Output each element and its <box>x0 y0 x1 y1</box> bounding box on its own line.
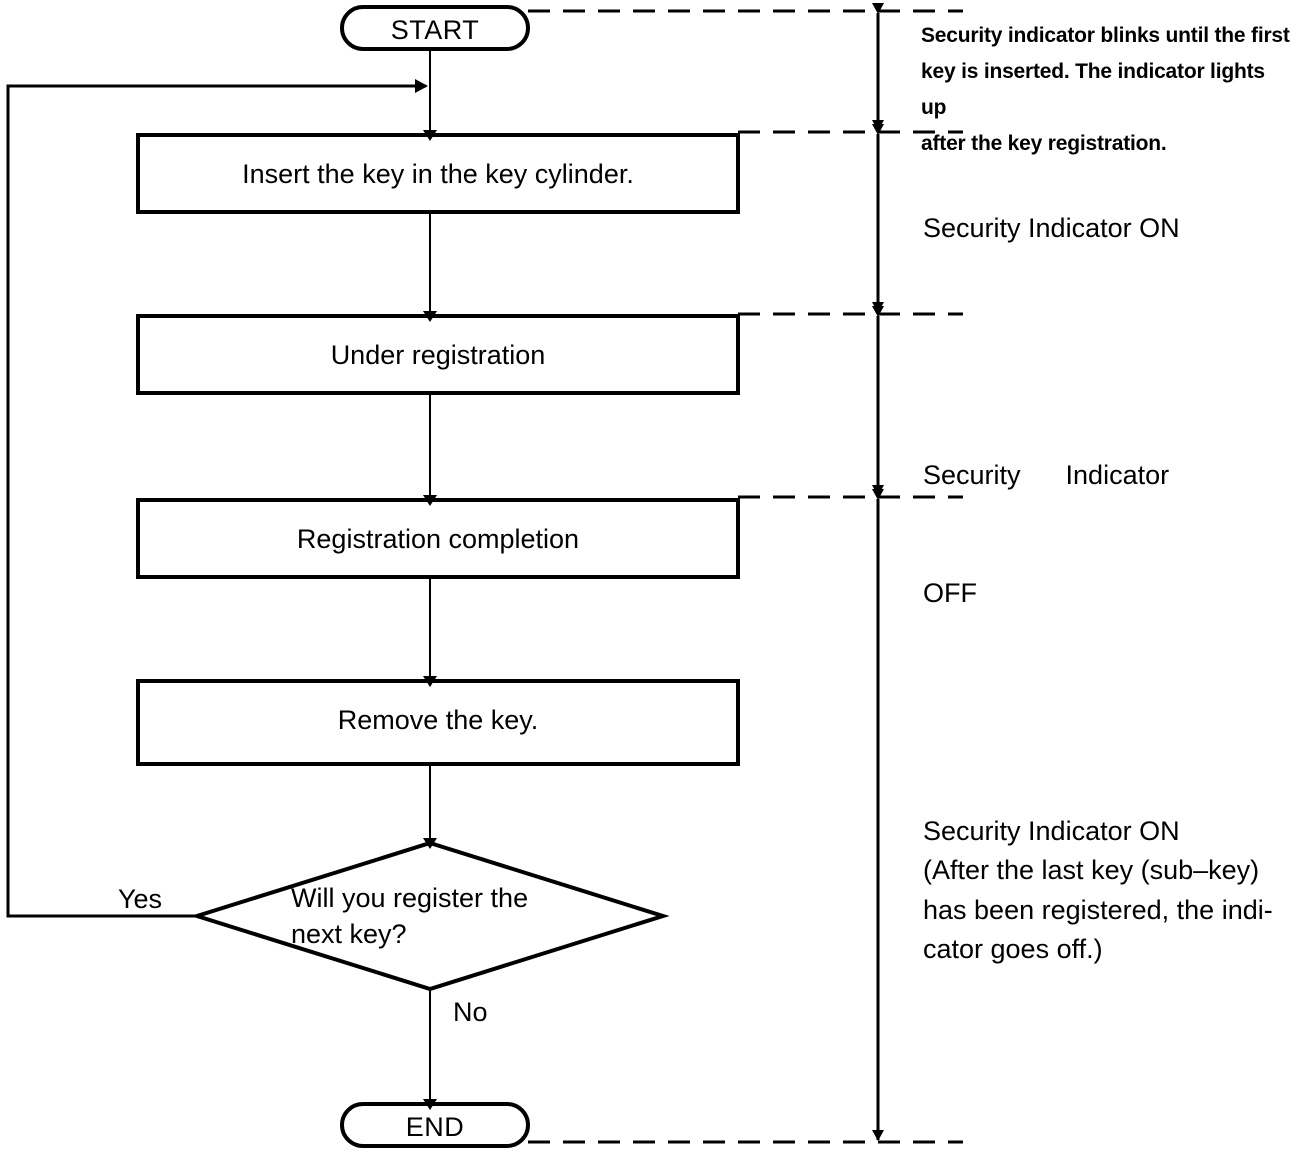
annotation-zone-3-line-3: has been registered, the indi- <box>923 894 1273 925</box>
annotation-top-note-line-2: key is inserted. The indicator lights up <box>921 60 1265 120</box>
decision-label-line-1: Will you register the <box>291 883 529 913</box>
start-terminator-label: START <box>390 15 480 45</box>
decision-label-line-2: next key? <box>291 919 407 950</box>
edge-label-yes: Yes <box>118 884 163 914</box>
annotation-zone-2-line-2: OFF <box>923 578 977 609</box>
edge-label-no: No <box>453 997 488 1027</box>
under-registration-box-label: Under registration <box>330 340 546 370</box>
annotation-zone-2-line-1: Security Indicator <box>923 459 1170 490</box>
start-terminator-shape <box>340 5 530 51</box>
registration-completion-box-shape <box>136 498 740 579</box>
remove-key-box-shape <box>136 679 740 766</box>
annotation-zone-3: Security Indicator ON (After the last ke… <box>923 812 1293 970</box>
annotation-zone-3-line-1: Security Indicator ON <box>923 816 1180 846</box>
annotation-top-note-line-1: Security indicator blinks until the firs… <box>921 24 1290 47</box>
insert-key-box-shape <box>136 133 740 214</box>
end-terminator-label: END <box>405 1112 465 1142</box>
annotation-zone-3-line-4: cator goes off.) <box>923 934 1103 965</box>
edge-decision-yes-loop <box>6 79 428 918</box>
insert-key-box-label: Insert the key in the key cylinder. <box>242 159 634 189</box>
annotation-top-note-line-3: after the key registration. <box>921 132 1167 156</box>
annotation-zone-1: Security Indicator ON <box>923 209 1283 248</box>
annotation-top-note: Security indicator blinks until the firs… <box>921 18 1291 162</box>
annotation-zone-3-line-2: (After the last key (sub–key) <box>923 855 1260 886</box>
annotation-zone-2: Security Indicator OFF <box>923 377 1283 692</box>
remove-key-box-label: Remove the key. <box>337 705 539 735</box>
annotation-zone-1-text: Security Indicator ON <box>923 213 1180 243</box>
registration-completion-box-label: Registration completion <box>296 524 580 554</box>
decision-diamond-label: Will you register the next key? <box>291 880 591 953</box>
under-registration-box-shape <box>136 314 740 395</box>
